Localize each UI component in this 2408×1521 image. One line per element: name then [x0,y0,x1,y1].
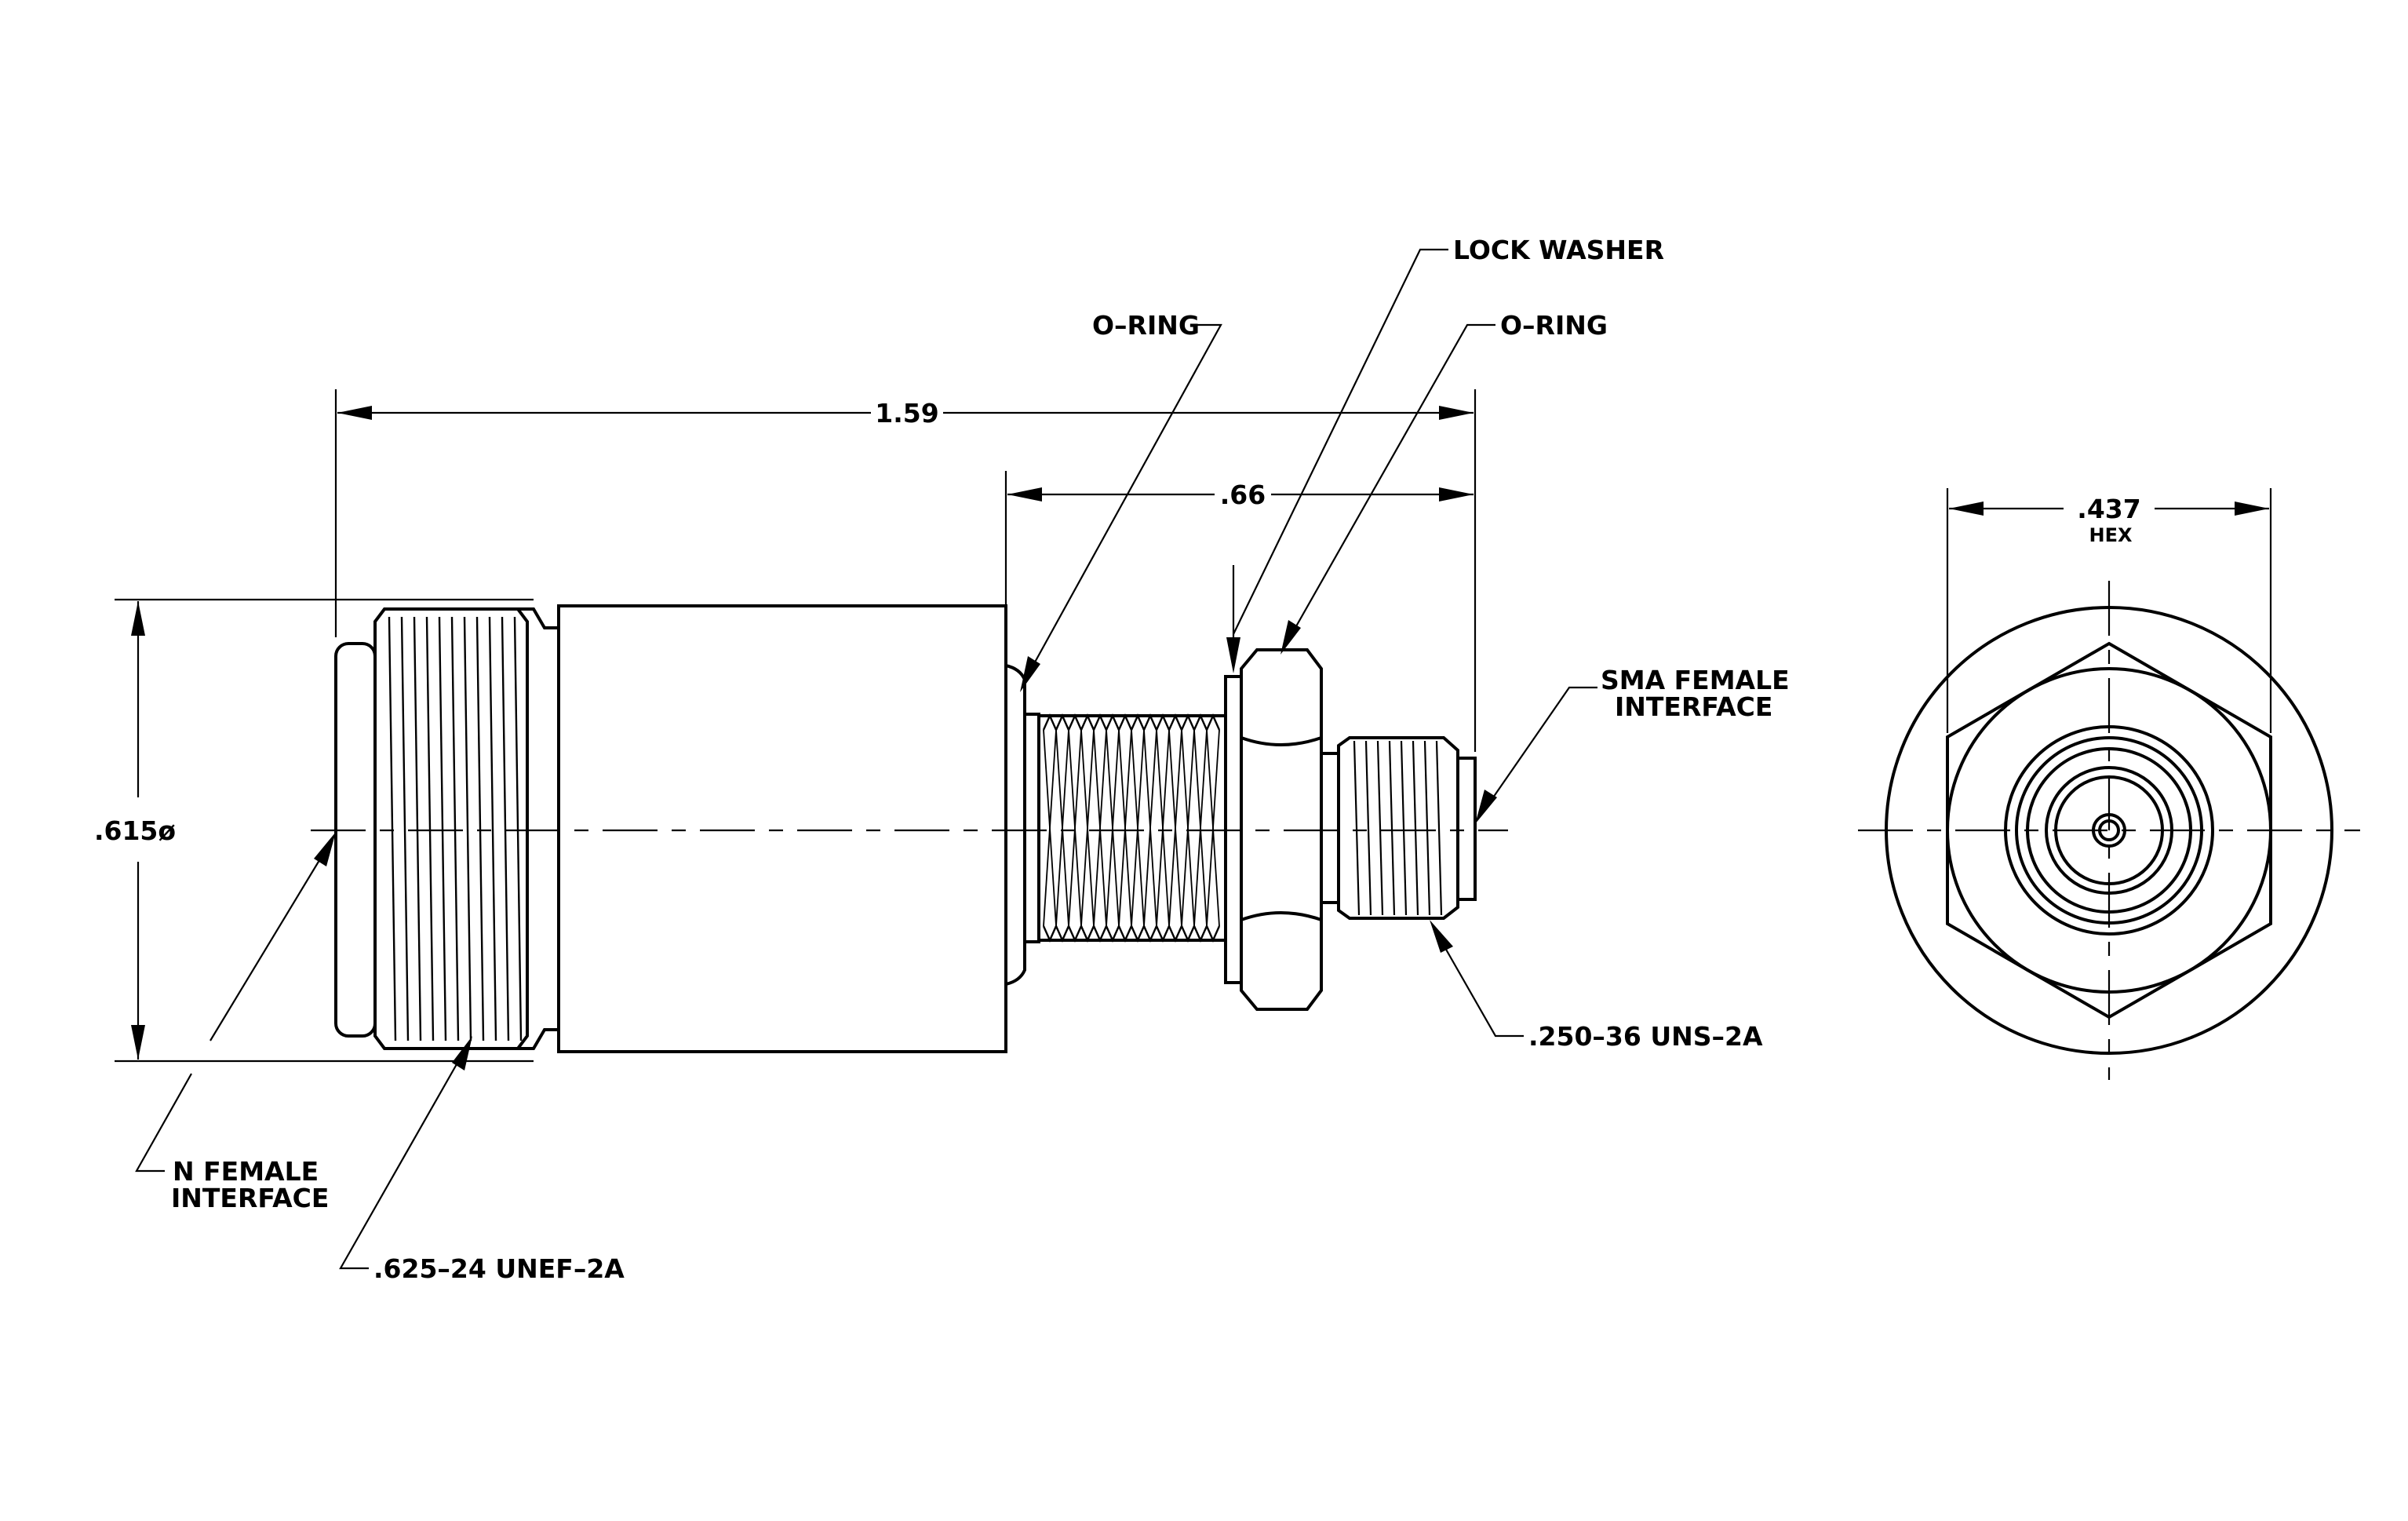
leader-n-thread-arrow [452,1036,472,1071]
panel-threads [1042,713,1221,943]
callout-o-ring-left: O–RING [1092,310,1200,341]
leader-n-interface-arrow [314,832,336,866]
dim-overall-arrow-right [1439,406,1474,420]
hex-nut-facet-bottom [1240,911,1322,921]
callout-n-interface-line1: N FEMALE [173,1156,319,1187]
n-thread-line [463,616,472,1041]
panel-thread-cross [1093,729,1107,927]
n-thread-line [513,616,523,1041]
main-body [557,604,1007,1053]
callout-n-interface-line2: INTERFACE [171,1183,329,1213]
n-thread-line [450,616,460,1041]
leader-sma-thread-arrow [1430,920,1453,953]
n-thread-line [438,616,447,1041]
panel-thread-teeth-top [1042,713,1221,732]
sma-thread-line [1435,740,1443,916]
leader-sma-interface-arrow [1475,790,1497,824]
callout-sma-thread: .250–36 UNS–2A [1528,1021,1763,1052]
leader-o-ring-left-arrow [1020,656,1040,692]
panel-thread-cross [1055,729,1069,927]
dim-panel-arrow-left [1007,487,1042,502]
dim-panel-arrow-right [1439,487,1474,502]
n-coupling-threads [388,616,523,1041]
panel-thread-cross [1043,729,1057,927]
panel-thread-cross [1080,729,1095,927]
sma-thread-line [1423,740,1431,916]
hex-nut-side [1240,648,1323,1011]
panel-thread-cross [1156,729,1170,927]
leader-lock-washer [1233,248,1448,635]
panel-thread-teeth-bottom [1042,924,1221,943]
n-thread-line [501,616,510,1041]
dim-diameter-label: .615ø [94,815,176,846]
panel-thread-cross [1131,729,1145,927]
sma-thread-line [1412,740,1419,916]
dim-overall-arrow-left [337,406,372,420]
leader-o-ring-left [1027,323,1222,676]
panel-thread-cross [1118,729,1132,927]
leader-n-thread [339,1052,464,1270]
sma-thread-line [1388,740,1396,916]
hex-dim-arrow-left [1949,502,1984,516]
n-thread-line [425,616,435,1041]
sma-front-face [1456,757,1477,901]
callout-o-ring-right: O–RING [1500,310,1608,341]
sma-thread-line [1353,740,1361,916]
sma-thread-body [1337,736,1459,920]
leader-o-ring-right [1289,323,1495,638]
n-thread-line [388,616,397,1041]
n-thread-line [413,616,422,1041]
n-thread-line [475,616,485,1041]
callout-sma-interface-line2: INTERFACE [1615,691,1772,722]
hex-dim-label: .437 [2077,494,2140,524]
side-view: 1.59 .66 .615ø LOCK WASHER O–RING O–RING… [94,235,1790,1284]
panel-thread-cross [1106,729,1120,927]
n-thread-line [488,616,497,1041]
panel-thread-cross [1068,729,1082,927]
n-coupling-neck [518,607,560,1050]
dim-diameter-arrow-top [131,601,145,636]
o-ring-left-shape [1005,664,1026,986]
n-coupling-sleeve [373,607,529,1050]
callout-lock-washer: LOCK WASHER [1453,235,1664,265]
callout-n-thread: .625–24 UNEF–2A [373,1253,625,1284]
dim-panel-label: .66 [1220,480,1266,510]
hex-dim-sublabel: HEX [2089,524,2133,546]
panel-thread-cross [1168,729,1182,927]
panel-thread-cross [1206,729,1220,927]
callout-sma-interface-line1: SMA FEMALE [1601,665,1790,695]
panel-thread-cross [1193,729,1208,927]
sma-thread-line [1364,740,1372,916]
panel-thread-cross [1181,729,1195,927]
n-thread-line [400,616,410,1041]
n-coupling-front-ring [334,642,377,1038]
leader-sma-thread [1438,936,1524,1038]
dim-overall-label: 1.59 [875,398,938,429]
leader-lock-washer-arrow [1226,637,1240,673]
leader-n-interface-lower [135,1073,192,1173]
sma-threads [1353,740,1443,916]
hex-nut-facet-top [1240,736,1322,746]
leader-o-ring-right-arrow [1281,620,1301,655]
end-view: .437 HEX [1858,488,2360,1080]
nut-collar [1320,752,1340,904]
sma-thread-line [1376,740,1384,916]
leader-n-interface-upper [209,845,329,1041]
hex-dim-arrow-right [2235,502,2269,516]
leader-sma-interface [1484,686,1597,811]
panel-thread-cross [1143,729,1157,927]
flange-washer [1023,713,1040,943]
dim-diameter-arrow-bottom [131,1025,145,1060]
sma-thread-line [1400,740,1408,916]
